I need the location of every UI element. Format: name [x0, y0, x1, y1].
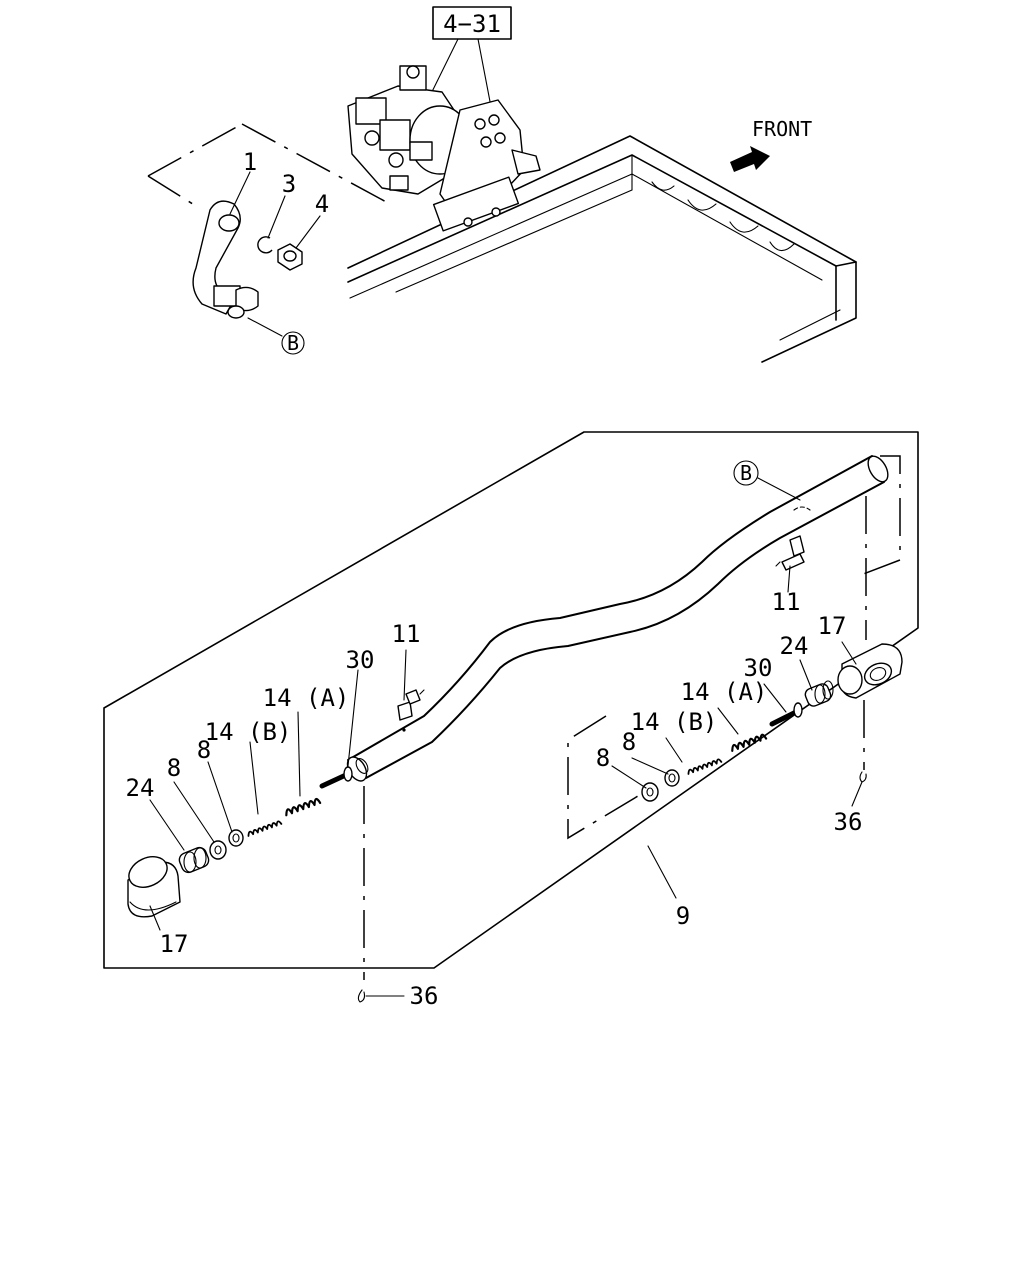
lower-assembly: B 11 17 24 30 14 (A) 14 (B) 8 8 36 9 11 …	[103, 431, 919, 1010]
callout-36-left: 36	[410, 982, 439, 1010]
callout-8b-left: 8	[167, 754, 181, 782]
front-indicator: FRONT	[730, 117, 812, 172]
nut-part-4[interactable]	[277, 243, 303, 271]
callout-17-left: 17	[160, 930, 189, 958]
leader-4	[295, 215, 321, 249]
pin-30-right[interactable]	[769, 702, 803, 727]
grease-nipple-right[interactable]	[775, 535, 805, 571]
top-assembly: 4−31 FRONT	[147, 6, 857, 363]
callout-8a-left: 8	[197, 736, 211, 764]
washer-8a-left[interactable]	[228, 829, 244, 847]
clip-part-3[interactable]	[257, 236, 273, 254]
callout-b-top: B	[281, 331, 305, 355]
callout-24-left: 24	[126, 774, 155, 802]
callout-14a-right: 14 (A)	[681, 678, 768, 706]
washer-8b-right[interactable]	[641, 782, 659, 802]
callout-11-left: 11	[392, 620, 421, 648]
callout-b-lower: B	[733, 460, 759, 486]
washer-8b-left[interactable]	[209, 840, 227, 860]
top-guides	[147, 123, 391, 207]
collar-24-left[interactable]	[177, 845, 210, 874]
grease-nipple-left[interactable]	[397, 689, 425, 732]
callout-14b-left: 14 (B)	[205, 718, 292, 746]
callout-30-left: 30	[346, 646, 375, 674]
tube-part-9[interactable]	[344, 453, 892, 784]
front-arrow-icon	[730, 146, 770, 172]
right-guides	[567, 455, 901, 840]
split-pin-36-right[interactable]	[859, 771, 867, 783]
callout-14b-right: 14 (B)	[631, 708, 718, 736]
callout-4: 4	[315, 190, 329, 218]
callout-36-right: 36	[834, 808, 863, 836]
assembly-panel	[103, 431, 919, 969]
washer-8a-right[interactable]	[664, 769, 680, 787]
split-pin-36-left[interactable]	[357, 989, 366, 1003]
pump-assembly	[347, 65, 541, 232]
spring-14b-right[interactable]	[687, 758, 723, 775]
spring-14a-left[interactable]	[285, 797, 322, 817]
callout-9: 9	[676, 902, 690, 930]
callout-b-top-label: B	[287, 331, 299, 355]
pin-30-left[interactable]	[319, 766, 353, 789]
callout-8b-right: 8	[596, 744, 610, 772]
callout-17-right: 17	[818, 612, 847, 640]
callout-3: 3	[282, 170, 296, 198]
callout-b-lower-label: B	[740, 461, 752, 485]
callout-1: 1	[243, 148, 257, 176]
leader-3	[267, 195, 286, 239]
bushing-17-left[interactable]	[124, 851, 181, 918]
callout-30-right: 30	[744, 654, 773, 682]
leader-1	[229, 171, 251, 215]
leader-b	[247, 317, 283, 337]
callout-24-right: 24	[780, 632, 809, 660]
lever-part-1[interactable]	[192, 200, 259, 319]
callout-8a-right: 8	[622, 728, 636, 756]
spring-14b-left[interactable]	[247, 820, 283, 837]
callout-11-right: 11	[772, 588, 801, 616]
collar-24-right[interactable]	[804, 680, 834, 708]
spring-14a-right[interactable]	[731, 733, 768, 752]
bushing-17-right[interactable]	[837, 643, 903, 699]
ref-leader-right	[477, 38, 493, 113]
ref-box-label: 4−31	[443, 10, 501, 38]
chassis-frame	[347, 135, 857, 363]
callout-14a-left: 14 (A)	[263, 684, 350, 712]
lower-leaders	[149, 477, 863, 997]
ref-box[interactable]: 4−31	[432, 6, 512, 40]
front-label: FRONT	[752, 117, 812, 141]
